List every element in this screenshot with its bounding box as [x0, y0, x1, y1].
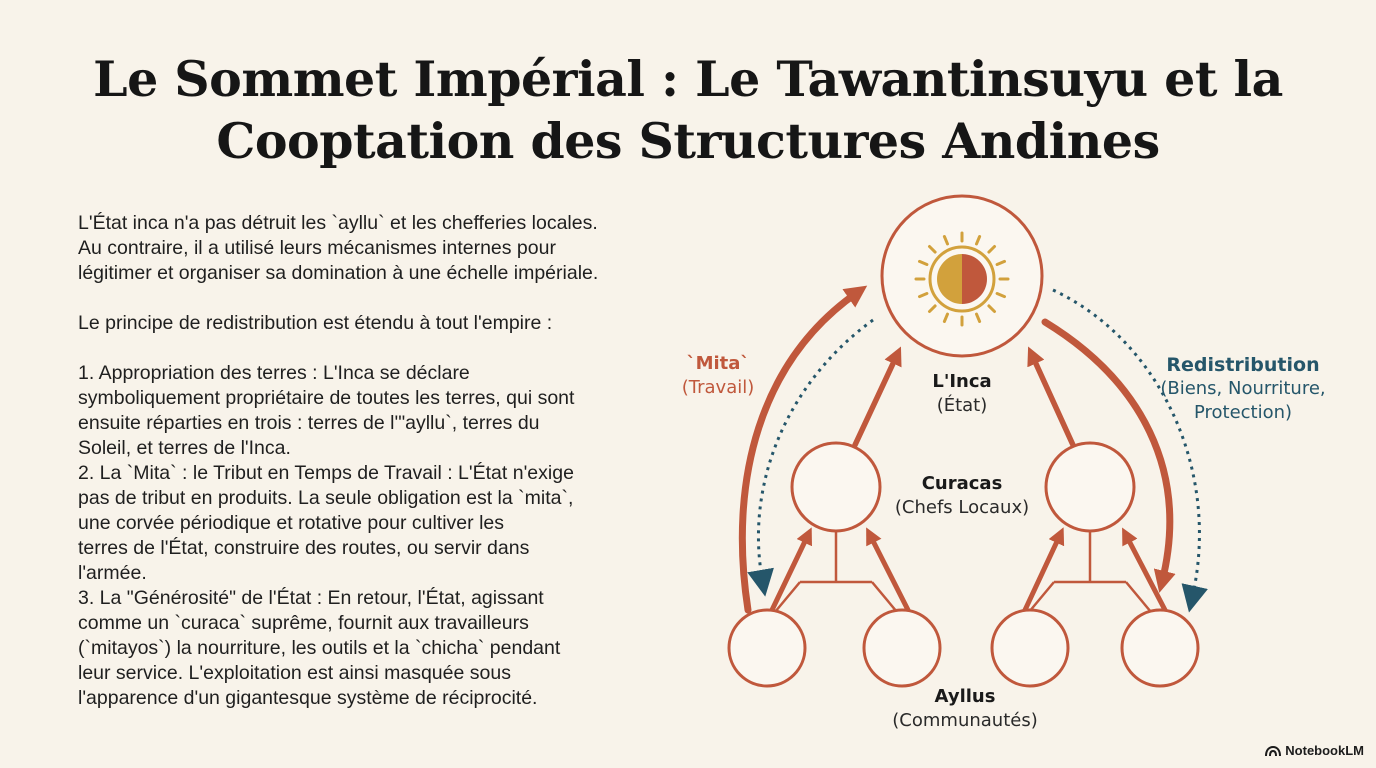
brand-watermark: NotebookLM — [1265, 743, 1364, 758]
left-curaca-to-inca-arrow — [852, 346, 902, 448]
ayllu-circle — [1120, 608, 1200, 688]
title-line-1: Le Sommet Impérial : Le Tawantinsuyu et … — [93, 50, 1283, 108]
point-line: l'armée. — [78, 562, 147, 584]
right-tree-connector — [1028, 532, 1152, 613]
title-line-2: Cooptation des Structures Andines — [216, 112, 1160, 170]
point-line: 2. La `Mita` : le Tribut en Temps de Tra… — [78, 462, 574, 484]
intro-line: Au contraire, il a utilisé leurs mécanis… — [78, 237, 556, 259]
point-line: leur service. L'exploitation est ainsi m… — [78, 662, 511, 684]
left-tree-connector — [774, 532, 898, 613]
principle-line: Le principe de redistribution est étendu… — [78, 312, 553, 334]
sun-icon — [914, 231, 1010, 327]
intro-line: L'État inca n'a pas détruit les `ayllu` … — [78, 212, 598, 234]
point-line: terres de l'État, construire des routes,… — [78, 537, 530, 559]
point-line: Soleil, et terres de l'Inca. — [78, 437, 291, 459]
page-title: Le Sommet Impérial : Le Tawantinsuyu et … — [0, 48, 1376, 172]
ayllus-label: Ayllus (Communautés) — [892, 686, 1038, 731]
redistribution-label: Redistribution (Biens, Nourriture, Prote… — [1160, 354, 1326, 423]
point-line: pas de tribut en produits. La seule obli… — [78, 487, 574, 509]
curaca-right-circle — [1044, 441, 1136, 533]
right-dotted-arrow — [1052, 288, 1208, 613]
mita-arrow — [738, 285, 868, 614]
mita-label: `Mita` (Travail) — [681, 353, 755, 398]
ayllu-circle — [990, 608, 1070, 688]
right-curaca-to-inca-arrow — [1027, 346, 1076, 448]
redistribution-main-arrow — [1041, 318, 1176, 593]
inca-label: L'Inca (État) — [932, 371, 992, 416]
point-line: 1. Appropriation des terres : L'Inca se … — [78, 362, 470, 384]
left-dotted-arrow — [747, 318, 874, 597]
curacas-label: Curacas (Chefs Locaux) — [894, 473, 1030, 518]
point-line: (`mitayos`) la nourriture, les outils et… — [78, 637, 561, 659]
explanation-text: L'État inca n'a pas détruit les `ayllu` … — [78, 211, 658, 711]
ayllu-circle — [862, 608, 942, 688]
point-line: comme un `curaca` suprême, fournit aux t… — [78, 612, 529, 634]
point-line: l'apparence d'un gigantesque système de … — [78, 687, 538, 709]
intro-line: légitimer et organiser sa domination à u… — [78, 262, 599, 284]
point-line: 3. La "Générosité" de l'État : En retour… — [78, 587, 544, 609]
brand-text: NotebookLM — [1285, 743, 1364, 758]
point-line: ensuite réparties en trois : terres de l… — [78, 412, 540, 434]
ayllu-circle — [727, 608, 807, 688]
point-line: une corvée périodique et rotative pour c… — [78, 512, 504, 534]
left-ayllu-to-curaca-arrows — [769, 527, 911, 613]
notebooklm-logo-icon — [1265, 745, 1282, 756]
point-line: symboliquement propriétaire de toutes le… — [78, 387, 575, 409]
curaca-left-circle — [790, 441, 882, 533]
right-ayllu-to-curaca-arrows — [1022, 527, 1168, 613]
